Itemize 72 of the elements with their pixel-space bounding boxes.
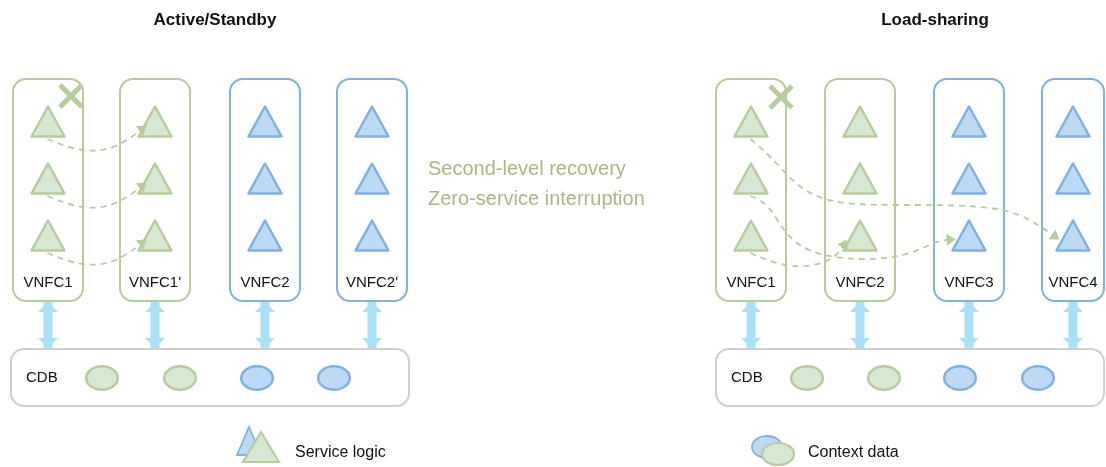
annotation-text: Second-level recovery [428, 157, 626, 180]
triangle-icon [29, 105, 66, 138]
triangle-icon [136, 105, 173, 138]
component-box [933, 78, 1005, 302]
triangle-icon [841, 162, 878, 195]
triangle-icon [950, 105, 987, 138]
triangle-icon [950, 219, 987, 252]
triangle-icon [732, 162, 769, 195]
triangle-icon [353, 162, 390, 195]
component-label: VNFC1 [725, 273, 777, 290]
diagram-heading: Active/Standby [153, 10, 277, 30]
diagram-heading: Load-sharing [881, 10, 989, 30]
component-box [119, 78, 191, 302]
ellipse-icon [163, 365, 197, 391]
triangle-icon [136, 162, 173, 195]
double-arrow [1063, 302, 1083, 348]
component-label: VNFC2 [834, 273, 886, 290]
triangle-icon [1054, 105, 1091, 138]
double-arrow [255, 302, 275, 348]
component-label: VNFC2 [239, 273, 291, 290]
triangle-icon [841, 219, 878, 252]
triangle-icon [29, 162, 66, 195]
ellipse-icon [867, 365, 901, 391]
database-panel [715, 348, 1105, 407]
triangle-icon [732, 105, 769, 138]
double-arrow [741, 302, 761, 348]
panel-label: CDB [26, 368, 58, 385]
dashed-arrow [46, 181, 148, 209]
ellipse-icon [790, 365, 824, 391]
double-arrow [362, 302, 382, 348]
triangle-icon [353, 219, 390, 252]
dashed-arrow [749, 238, 848, 268]
triangle-icon [29, 219, 66, 252]
triangle-icon [246, 162, 283, 195]
triangle-icon [353, 105, 390, 138]
ellipse-icon [943, 365, 977, 391]
component-box [229, 78, 301, 302]
double-arrow [850, 302, 870, 348]
triangle-icon [950, 162, 987, 195]
legend-label: Context data [808, 443, 899, 461]
triangle-icon [841, 105, 878, 138]
ellipse-icon [240, 365, 274, 391]
double-arrow [38, 302, 58, 348]
double-arrow [145, 302, 165, 348]
component-box [12, 78, 84, 302]
component-box [1041, 78, 1105, 302]
dashed-arrow [749, 195, 957, 260]
ellipse-icon [317, 365, 351, 391]
component-box [824, 78, 896, 302]
triangle-icon [1054, 162, 1091, 195]
component-label: VNFC3 [943, 273, 995, 290]
component-box [336, 78, 408, 302]
component-label: VNFC2' [344, 273, 399, 290]
component-label: VNFC1' [127, 273, 182, 290]
triangle-icon [246, 105, 283, 138]
dashed-arrow [749, 138, 1061, 241]
panel-label: CDB [731, 368, 763, 385]
dashed-arrow [46, 238, 148, 266]
ellipse-icon [85, 365, 119, 391]
annotation-text: Zero-service interruption [428, 187, 645, 210]
triangle-icon [1054, 219, 1091, 252]
dashed-arrow [46, 124, 148, 152]
triangle-icon [136, 219, 173, 252]
component-box [715, 78, 787, 302]
double-arrow [959, 302, 979, 348]
triangle-icon [732, 219, 769, 252]
database-panel [10, 348, 410, 407]
component-label: VNFC4 [1047, 273, 1099, 290]
triangle-icon [246, 219, 283, 252]
component-label: VNFC1 [22, 273, 74, 290]
ellipse-icon [1021, 365, 1055, 391]
legend-label: Service logic [295, 443, 386, 461]
